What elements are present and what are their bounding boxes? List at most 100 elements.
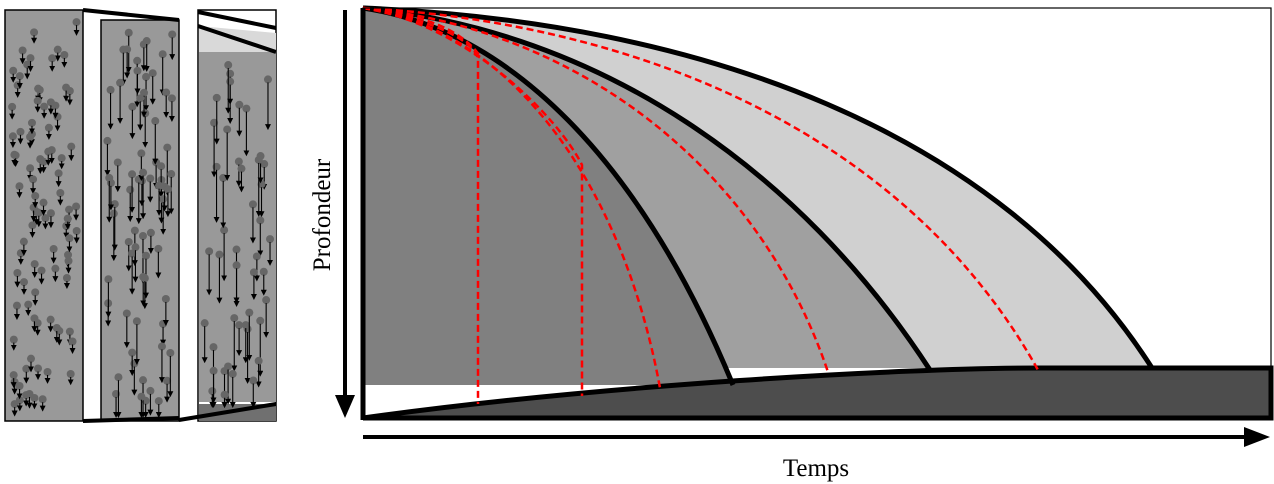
particle-icon [123, 45, 132, 79]
particle-icon [124, 237, 133, 272]
particle-icon [162, 88, 171, 118]
particle-icon [200, 319, 209, 364]
particle-icon [242, 104, 251, 157]
solid-curve-1 [362, 5, 736, 386]
particle-icon [16, 127, 25, 145]
particle-icon [254, 356, 263, 388]
particle-icon [41, 214, 50, 230]
particle-icon [113, 158, 122, 193]
particle-icon [137, 392, 146, 418]
particle-icon [249, 268, 258, 301]
x-axis-arrowhead [1244, 427, 1270, 447]
particle-icon [146, 386, 155, 416]
particle-icon [19, 278, 28, 295]
particle-icon [53, 45, 62, 62]
particle-icon [128, 102, 137, 140]
particle-icon [209, 366, 218, 408]
particle-icon [139, 168, 148, 220]
particle-icon [263, 75, 272, 131]
particle-icon [26, 132, 35, 149]
particle-icon [27, 118, 36, 135]
particle-icon [131, 243, 140, 283]
particle-icon [39, 198, 48, 216]
particle-icon [157, 342, 166, 384]
particle-icon [18, 46, 27, 65]
particle-icon [259, 267, 268, 296]
y-axis-arrowhead [335, 395, 355, 418]
particle-icon [30, 28, 39, 44]
particle-icon [29, 175, 38, 195]
column-intermediate [100, 19, 180, 422]
particle-icon [9, 371, 18, 389]
particle-icon [224, 61, 233, 114]
column-initial-particles [8, 18, 81, 417]
particle-icon [228, 369, 237, 408]
particle-icon [72, 227, 81, 244]
particle-icon [105, 173, 114, 223]
particle-icon [133, 66, 142, 95]
particle-icon [43, 368, 52, 384]
particle-icon [154, 244, 163, 279]
particle-icon [12, 301, 21, 321]
particle-icon [230, 314, 239, 372]
particle-icon [26, 354, 35, 373]
dashed-curve-5 [362, 6, 1040, 371]
column-link-top-2a [197, 10, 277, 30]
particle-icon [220, 390, 229, 408]
particle-icon [31, 192, 40, 209]
particle-icon [161, 294, 170, 327]
particle-icon [9, 335, 18, 351]
particle-icon [15, 72, 24, 90]
particle-icon [266, 235, 275, 266]
particle-icon [72, 18, 81, 36]
particle-icon [9, 66, 18, 83]
solid-curve-3 [362, 5, 1155, 370]
column-late-particles [200, 61, 275, 408]
particle-icon [26, 54, 35, 72]
particle-icon [146, 174, 155, 203]
particle-icon [104, 275, 113, 318]
particle-icon [103, 136, 112, 177]
particle-icon [62, 274, 71, 290]
particle-icon [128, 249, 137, 295]
dashed-curve-3 [362, 6, 662, 389]
column-link-bottom-2 [178, 402, 277, 422]
particle-icon [40, 102, 49, 119]
particle-icon [252, 252, 261, 282]
particle-icon [249, 376, 258, 408]
particle-icon [167, 94, 176, 122]
particle-icon [167, 170, 176, 215]
settling-columns [4, 8, 277, 423]
particle-icon [15, 182, 24, 199]
particle-icon [52, 324, 61, 343]
column-intermediate-particles [103, 28, 177, 418]
particle-icon [44, 123, 53, 140]
particle-icon [262, 296, 271, 338]
particle-icon [210, 118, 219, 178]
particle-icon [33, 96, 42, 113]
particle-icon [122, 309, 131, 349]
particle-icon [66, 369, 75, 386]
particle-icon [128, 170, 137, 213]
particle-icon [163, 185, 172, 218]
particle-icon [54, 169, 63, 188]
particle-icon [232, 261, 241, 307]
y-axis-label: Profondeur [309, 158, 336, 271]
particle-icon [28, 221, 37, 238]
particle-icon [136, 94, 145, 131]
particle-icon [46, 209, 55, 229]
solid-curve-2 [362, 5, 933, 372]
particle-icon [148, 69, 157, 105]
x-axis-label: Temps [783, 455, 849, 482]
particle-icon [19, 237, 28, 257]
particle-icon [63, 214, 72, 230]
particle-icon [48, 54, 57, 72]
particle-icon [154, 397, 163, 418]
particle-icon [11, 151, 20, 168]
particle-icon [116, 78, 125, 124]
particle-icon [8, 102, 17, 120]
sediment-layer [362, 365, 1274, 421]
particle-icon [37, 266, 46, 285]
particle-icon [241, 321, 250, 364]
